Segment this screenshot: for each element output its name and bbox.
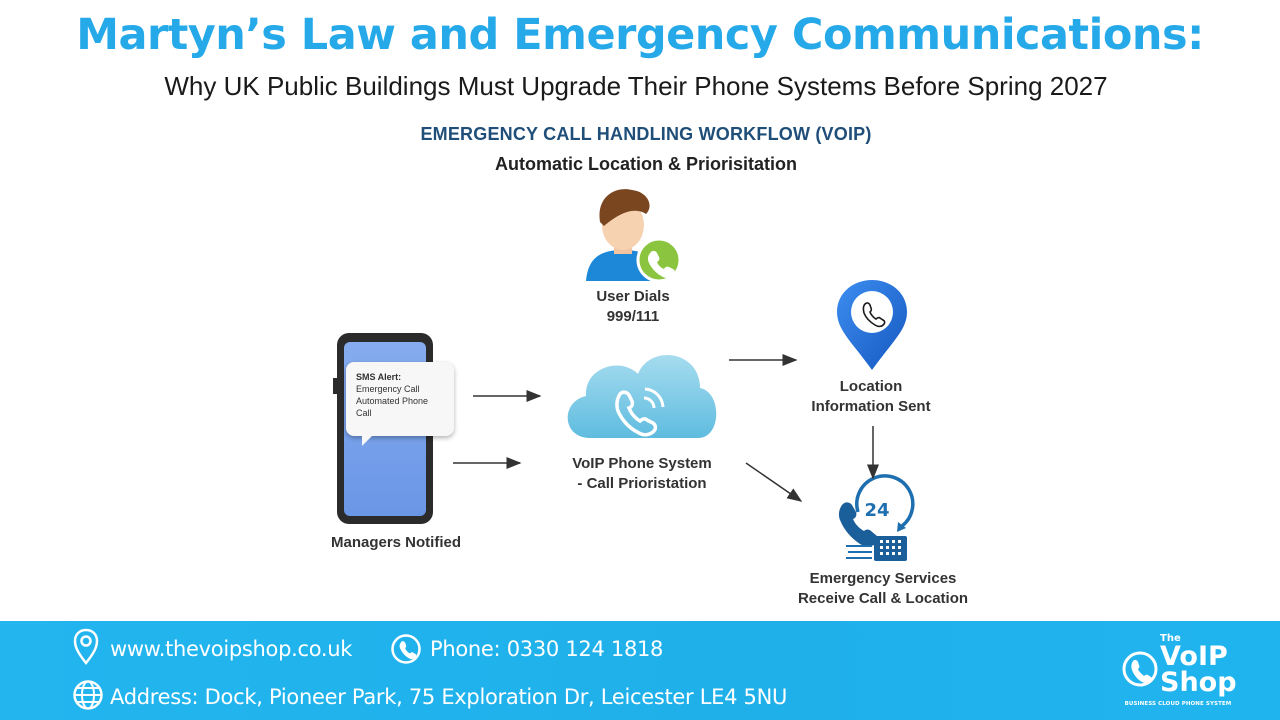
sms-bubble-tail	[362, 434, 374, 446]
logo-phone-icon	[1122, 651, 1158, 687]
user-avatar-icon	[586, 189, 682, 283]
globe-icon	[73, 680, 103, 710]
user-label-line-2: 999/111	[606, 308, 660, 325]
workflow-title: EMERGENCY CALL HANDLING WORKFLOW (VOIP)	[420, 124, 872, 144]
node-emergency-label: Emergency Services Receive Call & Locati…	[778, 569, 988, 609]
location-label-line-1: Location	[839, 378, 903, 395]
node-location-label: Location Information Sent	[791, 377, 951, 417]
logo-the: The	[1160, 633, 1181, 644]
node-user-label: User Dials 999/111	[563, 287, 703, 327]
phone-number[interactable]: Phone: 0330 124 1818	[430, 637, 664, 661]
emergency-label-line-2: Receive Call & Location	[797, 590, 969, 607]
badge-24: 24	[864, 500, 890, 521]
sms-alert-line-2: Automated Phone Call	[356, 396, 429, 418]
location-label-line-2: Information Sent	[811, 398, 931, 415]
user-label-line-1: User Dials	[596, 288, 670, 305]
node-voip-label: VoIP Phone System - Call Prioristation	[552, 454, 732, 494]
sms-alert-bubble: SMS Alert: Emergency Call Automated Phon…	[346, 362, 454, 436]
website-link[interactable]: www.thevoipshop.co.uk	[110, 637, 353, 661]
workflow-subtitle: Automatic Location & Priorisitation	[494, 154, 798, 174]
sms-alert-title: SMS Alert:	[356, 372, 402, 382]
sms-alert-line-1: Emergency Call	[356, 384, 420, 394]
address-text: Address: Dock, Pioneer Park, 75 Explorat…	[110, 685, 788, 709]
voip-label-line-2: - Call Prioristation	[577, 475, 707, 492]
logo-voip: VoIP	[1160, 641, 1228, 672]
voip-cloud-icon	[567, 354, 717, 438]
phone-icon	[391, 634, 421, 664]
page-subtitle: Why UK Public Buildings Must Upgrade The…	[164, 71, 1108, 101]
logo-shop: Shop	[1160, 667, 1237, 698]
location-pin-icon	[73, 628, 99, 666]
voip-label-line-1: VoIP Phone System	[572, 455, 712, 472]
emergency-24-icon	[838, 474, 915, 561]
page-title: Martyn’s Law and Emergency Communication…	[76, 10, 1204, 60]
arrow-voip-to-emergency	[745, 462, 803, 502]
footer-bar: www.thevoipshop.co.uk Phone: 0330 124 18…	[0, 621, 1280, 720]
logo-tagline: BUSINESS CLOUD PHONE SYSTEM	[1124, 701, 1232, 707]
location-pin-icon	[837, 280, 907, 370]
emergency-label-line-1: Emergency Services	[809, 570, 957, 587]
node-managers-label: Managers Notified	[330, 534, 462, 551]
voip-shop-logo: The VoIP Shop BUSINESS CLOUD PHONE SYSTE…	[1118, 633, 1238, 717]
